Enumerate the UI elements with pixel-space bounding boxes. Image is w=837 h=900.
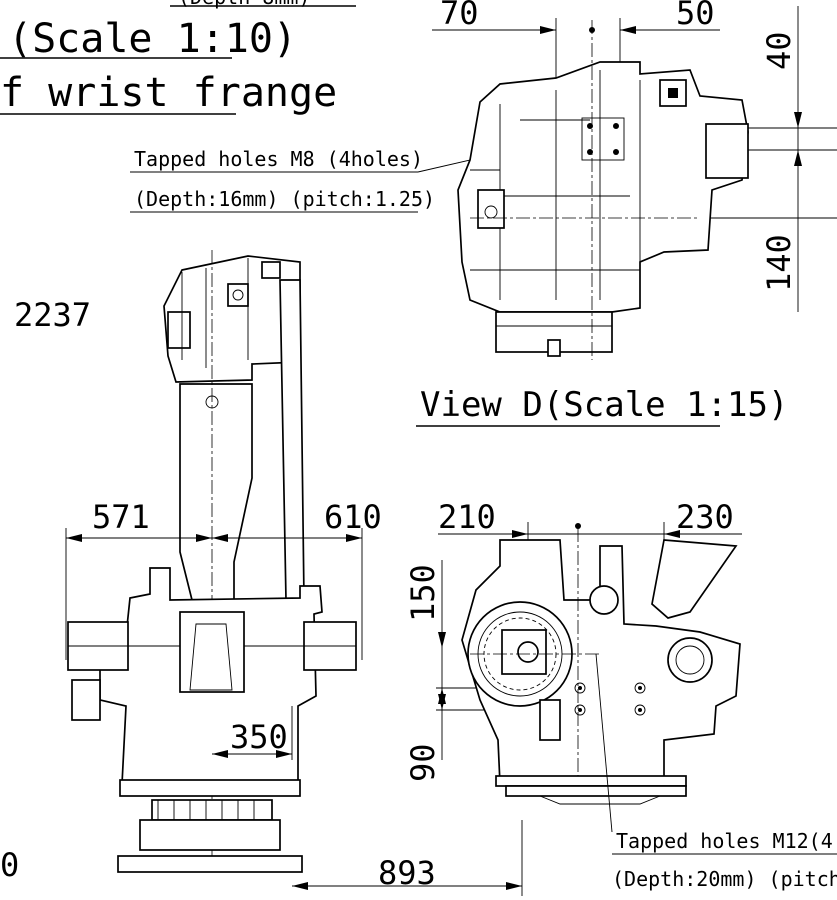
view-d-caption: View D(Scale 1:15) <box>420 385 788 425</box>
dim-2237: 2237 <box>14 296 91 334</box>
dim-40-140: 40 140 <box>660 6 837 312</box>
wrist-flange-caption: f wrist frange <box>0 70 337 116</box>
dim-571: 571 <box>92 498 150 536</box>
dim-610: 610 <box>324 498 382 536</box>
wrist-flange-title-block: (Depth 8mm) (Scale 1:10) f wrist frange <box>0 0 356 116</box>
dim-70: 70 <box>440 0 479 32</box>
depth-caption-partial: (Depth 8mm) <box>178 0 310 9</box>
dim-90: 90 <box>404 743 442 782</box>
m12-note-line1: Tapped holes M12(4 <box>616 829 833 853</box>
dim-40: 40 <box>760 31 798 70</box>
m8-note-line1: Tapped holes M8 (4holes) <box>134 147 423 171</box>
dim-350: 350 <box>230 718 288 756</box>
m8-tapped-holes-note: Tapped holes M8 (4holes) (Depth:16mm) (p… <box>130 131 593 213</box>
dim-140: 140 <box>760 234 798 292</box>
view-d-drawing: 70 50 40 140 <box>416 0 837 427</box>
m8-note-line2: (Depth:16mm) (pitch:1.25) <box>134 187 435 211</box>
m12-note-line2: (Depth:20mm) (pitch <box>612 867 837 891</box>
front-view-drawing: 2237 571 610 <box>0 250 523 896</box>
dim-50: 50 <box>676 0 715 32</box>
dim-230: 230 <box>676 498 734 536</box>
dim-150: 150 <box>404 564 442 622</box>
dim-210: 210 <box>438 498 496 536</box>
base-side-view-drawing: 210 230 150 90 <box>404 498 837 891</box>
dim-0-partial: 0 <box>0 846 19 884</box>
scale-caption: (Scale 1:10) <box>8 16 297 62</box>
m12-tapped-holes-note: Tapped holes M12(4 (Depth:20mm) (pitch <box>595 653 837 891</box>
